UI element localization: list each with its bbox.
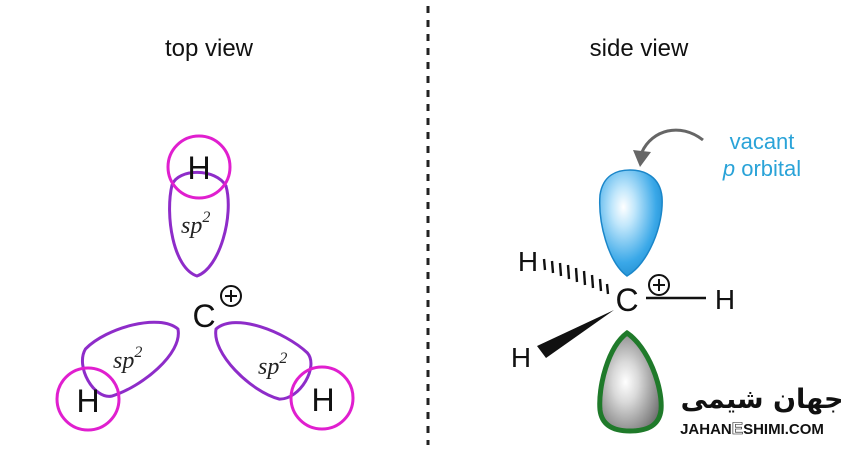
top-view-hybrid-label-right: sp2 [258,350,287,380]
top-view-hydrogen-left: H [76,383,99,419]
top-view-hydrogen-right: H [311,382,334,418]
top-view-hybrid-label-left: sp2 [113,344,142,374]
top-view-hydrogen-top: H [187,150,210,186]
sp2-orbital-right [214,321,313,401]
plus-circle-icon [648,274,670,296]
h-orbital-top [166,134,232,200]
sp2-orbital-left [80,320,180,398]
sp2-orbital-top [168,170,230,278]
h-orbital-right [289,365,355,431]
p-orbital-lower-lobe [597,329,664,434]
side-view-carbon: C [615,282,638,318]
top-view-carbon: C [192,298,215,334]
watermark-persian: جهان شیمی [681,384,844,415]
vacant-orbital-label-line2: p orbital [722,156,801,181]
wedge-bond [537,310,614,358]
side-view-title: side view [590,35,689,62]
h-orbital-left [55,366,121,432]
vacant-orbital-label-line1: vacant [730,129,795,154]
side-view-hydrogen-wedge: H [511,342,531,373]
top-view-hybrid-label-top: sp2 [181,209,210,239]
hashed-bond [542,258,610,295]
top-view-title: top view [165,35,254,62]
side-view-hydrogen-hashed: H [518,246,538,277]
curved-arrow-icon [633,128,704,167]
watermark-latin: JAHANESHIMI.COM [680,419,824,438]
vacant-p-orbital-lobe [599,169,663,277]
plus-circle-icon [220,285,242,307]
watermark-logo: جهان شیمی JAHANESHIMI.COM [680,384,843,439]
side-view-hydrogen-plain: H [715,284,735,315]
